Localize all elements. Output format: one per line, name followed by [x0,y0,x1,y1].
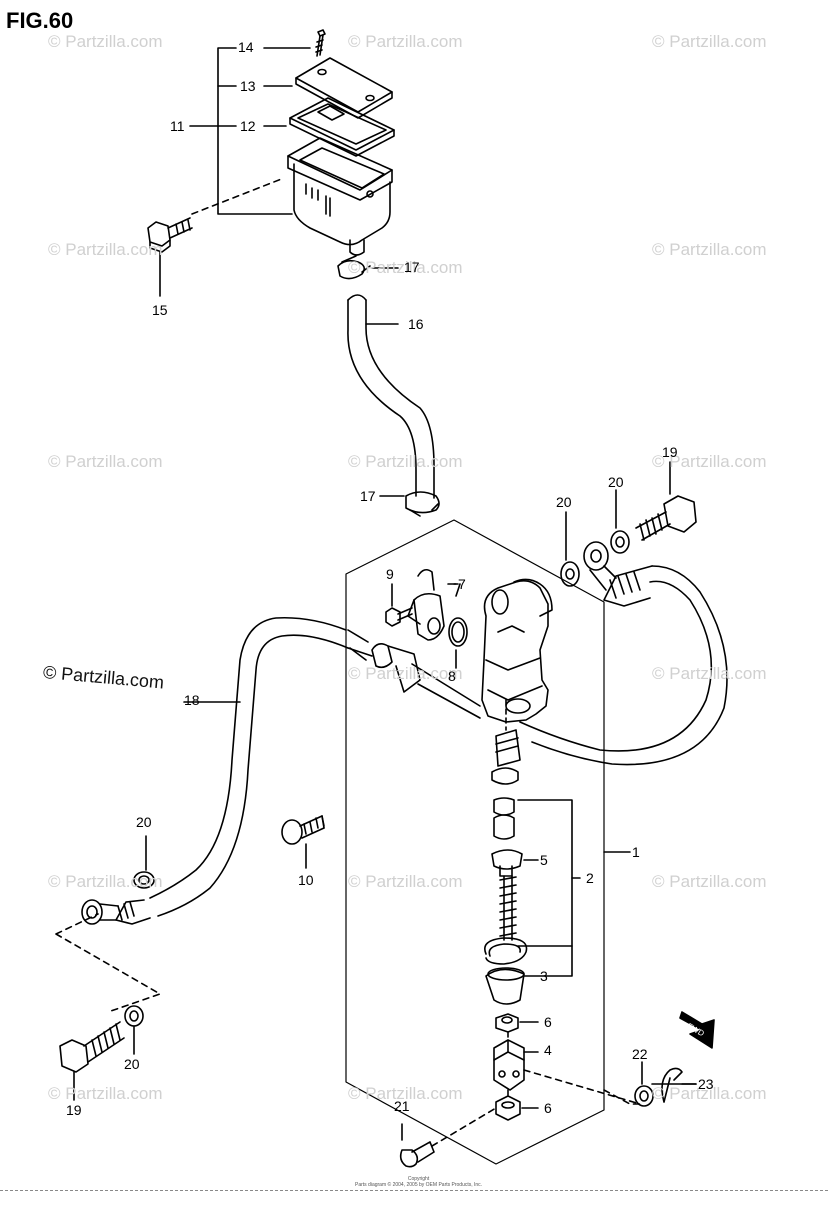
watermark: © Partzilla.com [652,32,767,51]
callout-10: 10 [298,872,314,888]
callout-19: 19 [66,1102,82,1118]
watermark: © Partzilla.com [652,872,767,891]
watermark: © Partzilla.com [48,872,163,891]
copyright-footer: Copyright Parts diagram © 2004, 2005 by … [355,1176,482,1188]
watermark: © Partzilla.com [48,1084,163,1103]
callout-6: 6 [544,1014,552,1030]
callout-23: 23 [698,1076,714,1092]
copyright-line-1: Copyright [407,1176,430,1182]
callout-6: 6 [544,1100,552,1116]
master-cylinder [399,578,641,1168]
watermark: © Partzilla.com [48,240,163,259]
callout-17: 17 [404,259,420,275]
assembly-box [345,519,605,1165]
brake-hose-left [55,616,481,1101]
watermark: © Partzilla.com [348,1084,463,1103]
watermark: © Partzilla.com [652,1084,767,1103]
callout-20: 20 [608,474,624,490]
callout-11: 11 [170,118,185,134]
inlet-connector [385,568,468,669]
watermark: © Partzilla.com [48,452,163,471]
callout-brackets [183,583,697,1109]
callout-8: 8 [448,668,456,684]
fwd-arrow-icon [679,1011,715,1049]
callout-2: 2 [586,870,594,886]
callout-20: 20 [556,494,572,510]
figure-title: FIG.60 [6,8,74,33]
callout-7: 7 [458,576,466,592]
watermark: © Partzilla.com [48,32,163,51]
callout-5: 5 [540,852,548,868]
watermark: © Partzilla.com [348,872,463,891]
callout-4: 4 [544,1042,552,1058]
callout-22: 22 [632,1046,648,1062]
callout-9: 9 [386,566,394,582]
watermark: © Partzilla.com [652,664,767,683]
callout-18: 18 [184,692,200,708]
watermark: © Partzilla.com [652,240,767,259]
reservoir-hose [337,255,440,517]
callout-1: 1 [632,844,640,860]
callout-16: 16 [408,316,424,332]
callout-15: 15 [152,302,168,318]
callout-13: 13 [240,78,256,94]
mounting-bolt [281,815,325,869]
callout-20: 20 [124,1056,140,1072]
callout-14: 14 [238,39,254,55]
brake-hose-right [519,461,728,766]
callout-3: 3 [540,968,548,984]
watermark: © Partzilla.com [348,32,463,51]
callout-12: 12 [240,118,256,134]
copyright-line-2: Parts diagram © 2004, 2005 by OEM Parts … [355,1182,483,1188]
callout-20: 20 [136,814,152,830]
watermark: © Partzilla.com [348,258,463,277]
bottom-divider [0,1190,828,1191]
callout-21: 21 [394,1098,410,1114]
watermark: © Partzilla.com [348,452,463,471]
watermark: © Partzilla.com [652,452,767,471]
callout-17: 17 [360,488,376,504]
reservoir-assembly [147,29,395,297]
callout-19: 19 [662,444,678,460]
watermark: © Partzilla.com [348,664,463,683]
